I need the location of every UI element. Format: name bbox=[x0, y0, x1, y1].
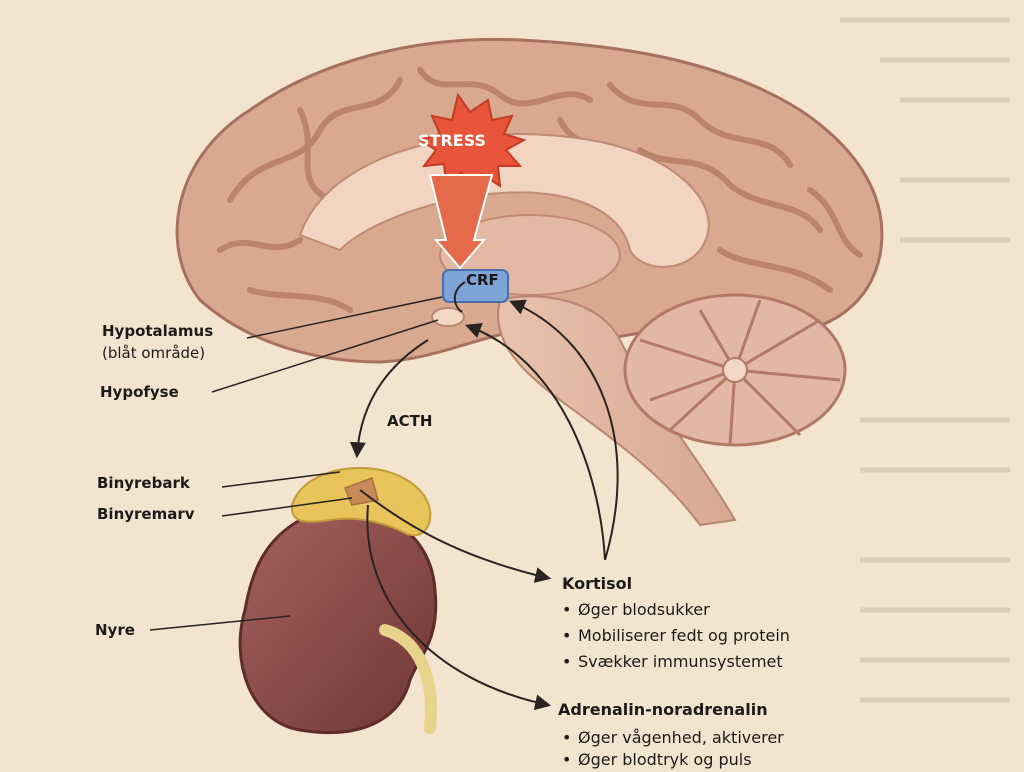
adrenalin-effect: •Øger blodtryk og puls bbox=[562, 750, 752, 769]
kidney bbox=[238, 509, 438, 735]
cortisol-feedback-arrow-2 bbox=[464, 322, 606, 561]
stress-label: STRESS bbox=[418, 131, 487, 150]
brainstem bbox=[497, 295, 737, 527]
hypotalamus-label: Hypotalamus bbox=[102, 322, 214, 340]
binyrebark-label: Binyrebark bbox=[97, 474, 190, 492]
brain-cerebrum bbox=[175, 37, 884, 364]
bullet-icon: • bbox=[562, 600, 572, 619]
cortisol-feedback-arrow bbox=[509, 299, 619, 561]
cortisol-arrow-out bbox=[359, 489, 552, 583]
label-leader-lines bbox=[149, 296, 443, 631]
kortisol-title: Kortisol bbox=[562, 574, 633, 593]
acth-label: ACTH bbox=[387, 412, 433, 430]
bullet-icon: • bbox=[562, 750, 572, 769]
crf-marker bbox=[453, 281, 466, 313]
adrenalin-arrow-out bbox=[366, 504, 552, 711]
bullet-icon: • bbox=[562, 652, 572, 671]
adrenalin-title: Adrenalin-noradrenalin bbox=[558, 700, 768, 719]
cerebellum bbox=[623, 293, 847, 447]
nyre-label: Nyre bbox=[95, 621, 135, 639]
ureter bbox=[379, 624, 437, 734]
hypotalamus-note: (blåt område) bbox=[102, 344, 206, 362]
pituitary bbox=[431, 307, 465, 327]
crf-label: CRF bbox=[466, 271, 499, 289]
kortisol-effect: •Mobiliserer fedt og protein bbox=[562, 626, 790, 645]
kidney-group bbox=[238, 466, 438, 735]
background-page-texture bbox=[840, 17, 1010, 703]
hormone-arrows bbox=[349, 281, 619, 711]
brain bbox=[175, 37, 884, 527]
stress-arrow bbox=[428, 174, 494, 270]
bullet-icon: • bbox=[562, 728, 572, 747]
acth-arrow bbox=[349, 339, 429, 459]
hypothalamus-region bbox=[442, 269, 509, 303]
binyremarv-label: Binyremarv bbox=[97, 505, 195, 523]
kortisol-effect: •Øger blodsukker bbox=[562, 600, 710, 619]
hypofyse-label: Hypofyse bbox=[100, 383, 179, 401]
bullet-icon: • bbox=[562, 626, 572, 645]
kortisol-effect: •Svækker immunsystemet bbox=[562, 652, 783, 671]
brain-folds bbox=[217, 67, 863, 313]
adrenalin-effect: •Øger vågenhed, aktiverer bbox=[562, 728, 784, 747]
